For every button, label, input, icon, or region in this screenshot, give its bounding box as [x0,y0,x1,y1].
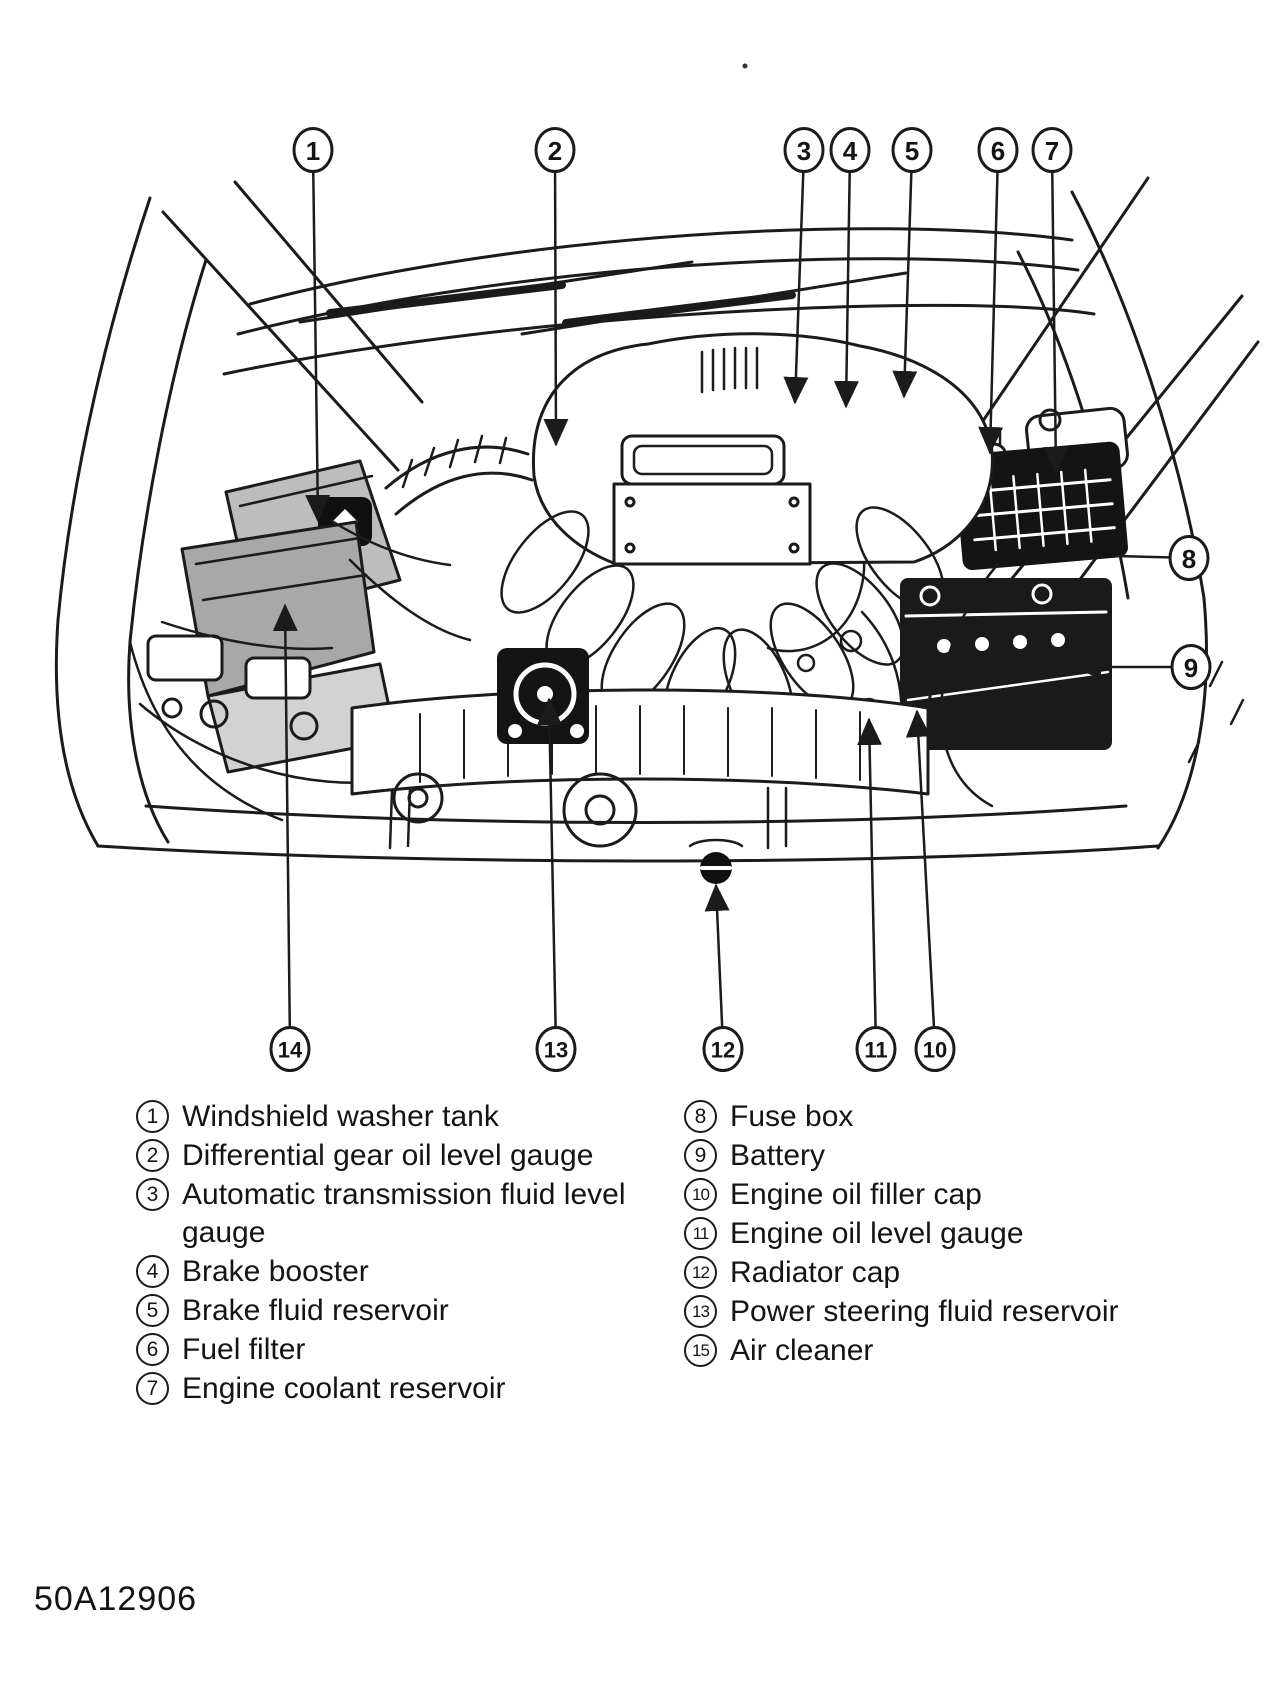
legend-item: 13 Power steering fluid reservoir [684,1293,1224,1331]
callout-3-number: 3 [797,136,811,166]
legend-item: 4 Brake booster [136,1253,664,1291]
legend-item-label: Engine coolant reservoir [182,1372,506,1405]
power-steering-reservoir [497,648,589,744]
callout-10-circle [914,1026,956,1072]
leader-line-1 [305,171,331,523]
legend-item-number: 9 [684,1139,717,1172]
leader-line-6 [978,171,1004,455]
leader-line-2 [543,171,569,447]
legend-item-label: Power steering fluid reservoir [730,1295,1119,1328]
legend-item-label: Radiator cap [730,1256,901,1289]
callout-5-number: 5 [905,136,919,166]
callout-4-number: 4 [843,136,858,166]
callout-8-number: 8 [1182,544,1196,574]
callout-14-circle [269,1026,311,1072]
legend-item-label: Engine oil filler cap [730,1178,982,1211]
callout-1-number: 1 [306,136,320,166]
legend-item-label: Brake booster [182,1255,369,1288]
legend-item-label: Battery [730,1139,826,1172]
legend-item-number: 7 [136,1372,169,1405]
leader-line-8 [1114,554,1171,559]
callout-1-circle [292,127,334,173]
legend-item-number: 4 [136,1255,169,1288]
callout-12-number: 12 [711,1038,735,1063]
legend-item-label: Engine oil level gauge [730,1217,1024,1250]
callout-2-number: 2 [548,136,562,166]
legend-item: 9 Battery [684,1137,1224,1175]
legend-item-number: 3 [136,1178,169,1211]
leader-line-12 [704,883,730,1028]
intake-duct [384,434,534,516]
wiper-arms [298,260,908,336]
legend-item: 5 Brake fluid reservoir [136,1292,664,1330]
callout-5-circle [891,127,933,173]
legend-item: 12 Radiator cap [684,1254,1224,1292]
speck [742,63,748,69]
legend-item-number: 12 [684,1256,717,1289]
callout-7-circle [1031,127,1073,173]
callout-11-number: 11 [864,1038,887,1063]
callout-6-number: 6 [991,136,1005,166]
leader-line-7 [1043,171,1069,475]
callout-2-circle [534,127,576,173]
callout-3-circle [783,127,825,173]
legend-item: 15 Air cleaner [684,1332,1224,1370]
leader-line-4 [833,171,859,409]
legend-item-number: 15 [684,1334,717,1367]
legend-item-number: 13 [684,1295,717,1328]
legend-item-label: Automatic transmission fluid level gauge [182,1178,626,1249]
leader-lines [272,171,1173,1028]
legend-item-label: Fuel filter [182,1333,306,1366]
legend-item: 3 Automatic transmission fluid level gau… [136,1176,664,1252]
callout-12-circle [702,1026,744,1072]
legend-item: 1 Windshield washer tank [136,1098,664,1136]
leader-line-11 [857,717,883,1028]
relay-boxes [138,620,394,784]
leader-line-10 [905,709,936,1028]
callout-9-number: 9 [1184,653,1198,683]
legend-item: 6 Fuel filter [136,1331,664,1369]
intake-manifold-plenum [531,332,994,566]
radiator-cap [688,838,744,884]
legend-item-label: Differential gear oil level gauge [182,1139,594,1172]
callout-4-circle [829,127,871,173]
legend-item-label: Windshield washer tank [182,1100,499,1133]
callout-6-circle [977,127,1019,173]
callout-9-circle [1170,644,1212,690]
legend-item: 2 Differential gear oil level gauge [136,1137,664,1175]
callout-14-number: 14 [278,1038,303,1063]
legend-item: 10 Engine oil filler cap [684,1176,1224,1214]
legend-item-label: Air cleaner [730,1334,874,1367]
legend-item-number: 10 [684,1178,717,1211]
leader-line-5 [892,171,918,399]
legend-item-number: 5 [136,1294,169,1327]
fuse-box [954,441,1128,571]
legend-item: 8 Fuse box [684,1098,1224,1136]
legend-item: 7 Engine coolant reservoir [136,1370,664,1408]
callout-13-circle [535,1026,577,1072]
callout-7-number: 7 [1045,136,1059,166]
callout-10-number: 10 [923,1038,947,1063]
legend-item-number: 2 [136,1139,169,1172]
legend-item-number: 11 [684,1217,717,1250]
legend-item: 11 Engine oil level gauge [684,1215,1224,1253]
callout-8-circle [1168,535,1210,581]
legend-item-label: Fuse box [730,1100,854,1133]
callout-11-circle [855,1026,897,1072]
legend-item-number: 6 [136,1333,169,1366]
leader-line-14 [272,603,298,1028]
callout-13-number: 13 [544,1038,568,1063]
leader-line-13 [537,697,563,1028]
legend-item-number: 8 [684,1100,717,1133]
battery [900,578,1112,750]
leader-line-3 [783,171,809,405]
legend-right-column: 8 Fuse box 9 Battery 10 Engine oil fille… [684,1098,1224,1371]
legend-item-number: 1 [136,1100,169,1133]
legend-item-label: Brake fluid reservoir [182,1294,449,1327]
legend-left-column: 1 Windshield washer tank 2 Differential … [136,1098,664,1409]
figure-code: 50A12906 [34,1580,198,1618]
